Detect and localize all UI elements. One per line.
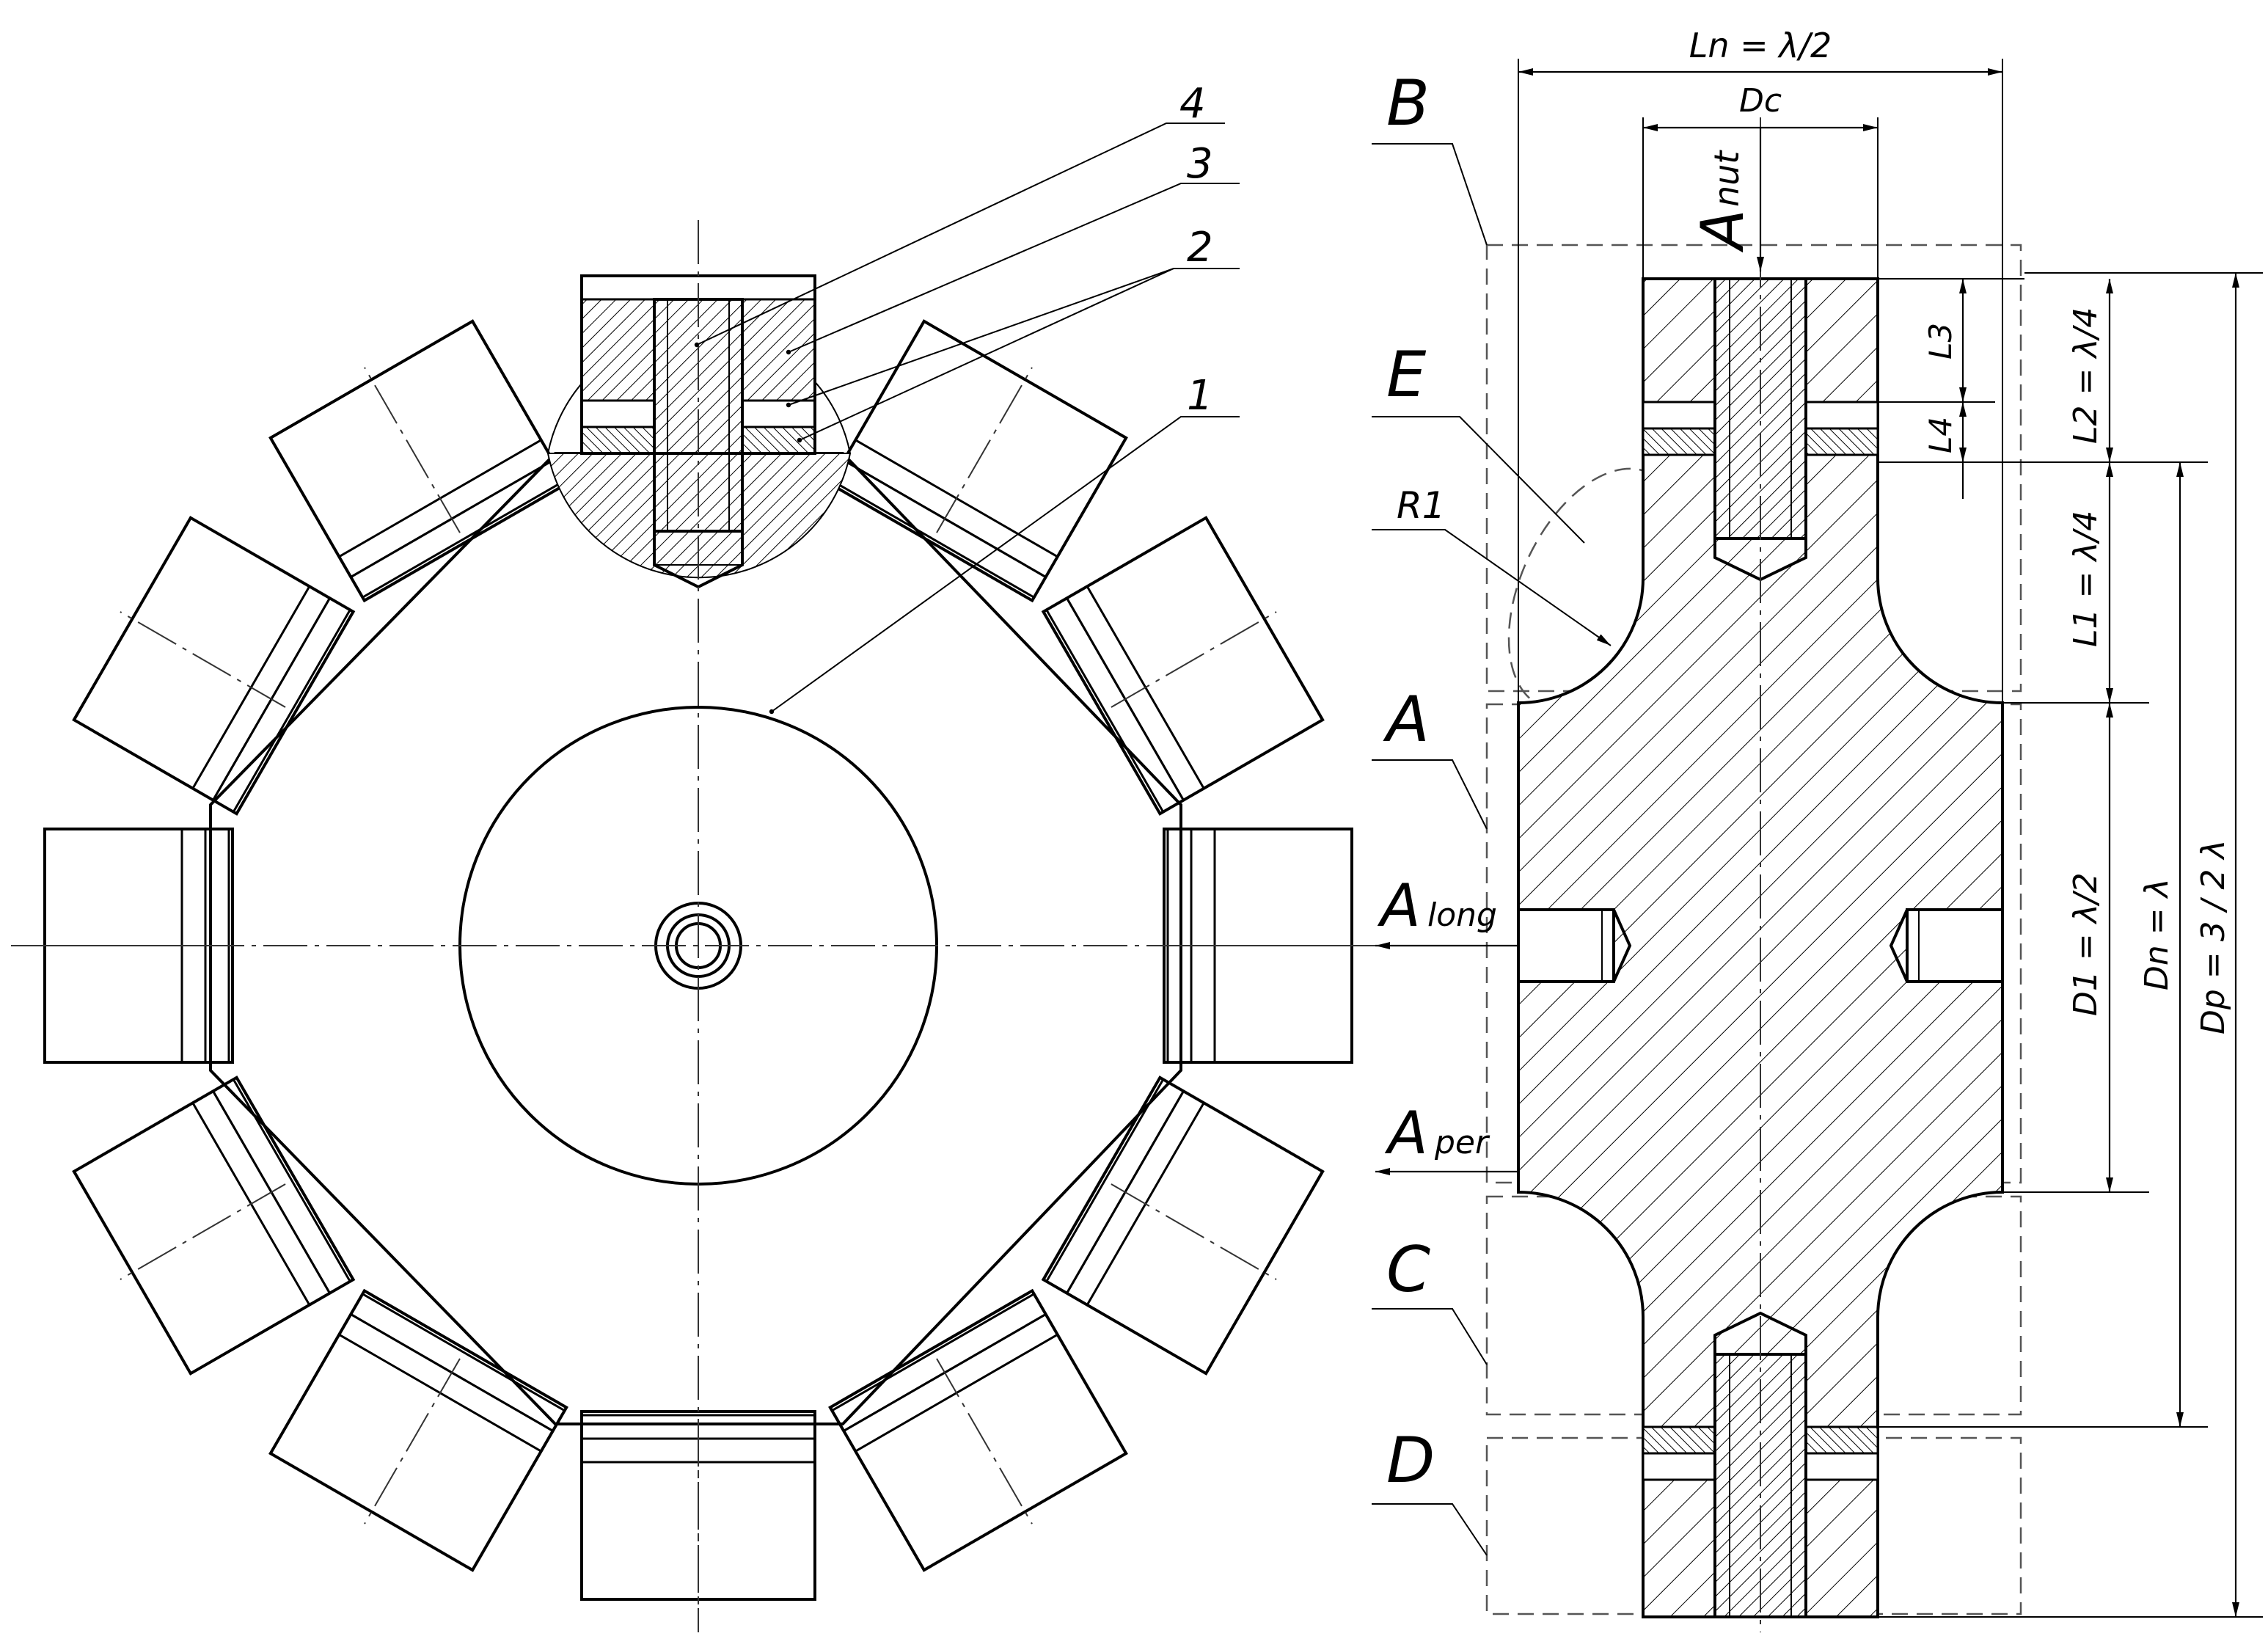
transducer-block <box>72 1076 356 1376</box>
svg-text:long: long <box>1427 896 1497 934</box>
dim-l1-text: L1 = λ/4 <box>2067 511 2104 647</box>
zone-e-label: E <box>1386 338 1427 412</box>
dimension-ln <box>1518 59 2003 703</box>
transducer-block <box>268 1288 568 1572</box>
label-part-1: 1 <box>1187 372 1213 420</box>
dimension-l2-l1-d1 <box>2002 279 2149 1193</box>
dimension-dp <box>1878 272 2263 1618</box>
a-long-label: A long <box>1377 872 1497 940</box>
a-per-label: A per <box>1384 1099 1490 1167</box>
end-view: 4 3 2 1 <box>11 80 1386 1632</box>
side-hole-right <box>1889 908 2004 983</box>
transducer-block <box>828 1288 1128 1572</box>
dim-l2-text: L2 = λ/4 <box>2067 307 2104 444</box>
part-leaders <box>694 123 1240 715</box>
zone-d-label: D <box>1386 1424 1435 1497</box>
dim-dc-text: Dc <box>1739 82 1782 120</box>
dim-l4-text: L4 <box>1923 417 1958 453</box>
transducer-block <box>268 319 568 603</box>
transducer-block <box>828 319 1128 603</box>
label-part-3: 3 <box>1187 140 1213 188</box>
svg-text:A: A <box>1384 1099 1428 1167</box>
svg-text:per: per <box>1434 1124 1490 1161</box>
dimension-l3-l4 <box>1878 278 2208 499</box>
svg-text:nut: nut <box>1707 150 1746 207</box>
label-part-4: 4 <box>1179 80 1206 128</box>
zone-b-label: B <box>1386 67 1430 140</box>
svg-text:A: A <box>1377 872 1421 940</box>
transducer-blocks <box>31 319 1366 1613</box>
section-view: Ln = λ/2 Dc A nut L3 L4 <box>1372 26 2263 1632</box>
dim-d1-text: D1 = λ/2 <box>2067 872 2104 1016</box>
dim-dp-text: Dp = 3 / 2 λ <box>2195 840 2232 1034</box>
dim-dn-text: Dn = λ <box>2138 878 2176 990</box>
label-part-2: 2 <box>1187 224 1213 271</box>
svg-text:A: A <box>1689 209 1757 253</box>
transducer-block <box>1041 516 1325 816</box>
dim-ln-text: Ln = λ/2 <box>1689 26 1832 65</box>
zone-leaders <box>1372 143 1612 1556</box>
dimension-dn <box>1878 462 2208 1428</box>
dim-l3-text: L3 <box>1923 323 1958 359</box>
transducer-block <box>1041 1076 1325 1376</box>
transducer-block <box>72 516 356 816</box>
dodecagon-body <box>209 452 1182 1425</box>
a-nut-label: A nut <box>1689 150 1757 253</box>
zone-c-label: C <box>1386 1233 1430 1307</box>
zone-a-label: A <box>1383 683 1430 756</box>
radius-label: R1 <box>1397 484 1446 527</box>
side-hole-left <box>1517 908 1632 983</box>
